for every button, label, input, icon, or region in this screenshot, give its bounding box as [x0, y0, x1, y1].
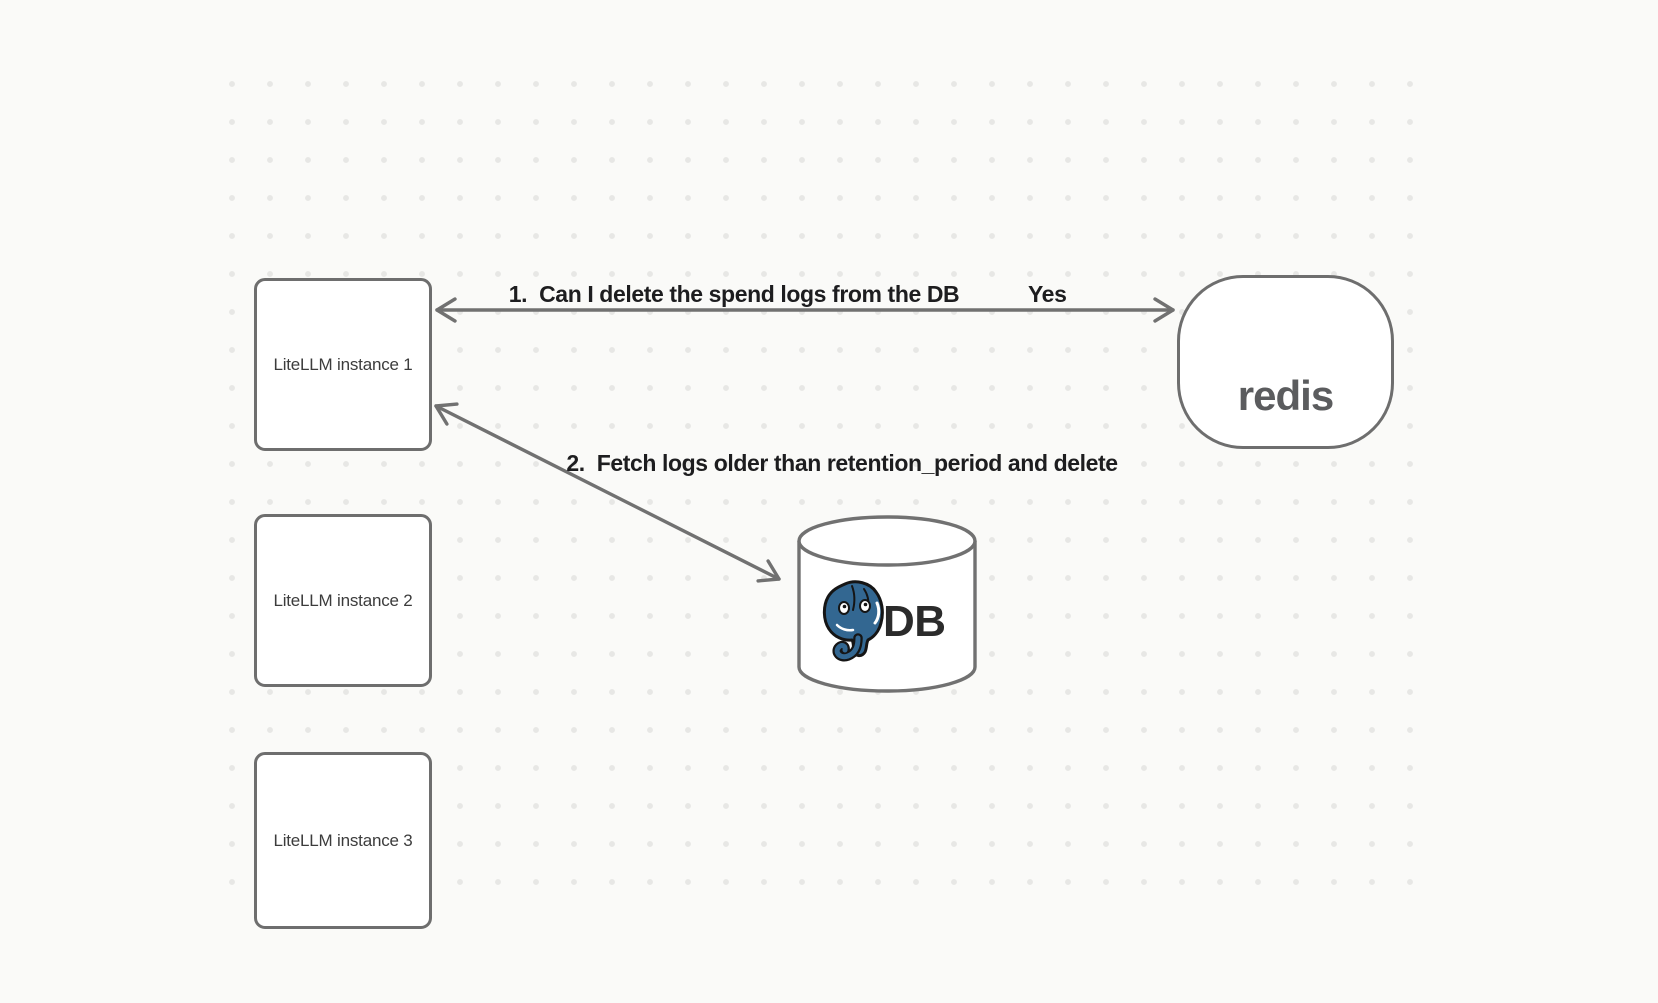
arrowhead-left-icon: [435, 297, 457, 323]
arrowhead-downright-icon: [756, 559, 781, 583]
litellm-instance-1-box[interactable]: LiteLLM instance 1: [254, 278, 432, 451]
litellm-instance-3-label: LiteLLM instance 3: [273, 830, 413, 850]
db-label: DB: [883, 597, 946, 646]
arrow-1[interactable]: [435, 297, 1175, 323]
litellm-instance-2-box[interactable]: LiteLLM instance 2: [254, 514, 432, 687]
edge-1-label: 1. Can I delete the spend logs from the …: [508, 281, 960, 307]
edge-2-label: 2. Fetch logs older than retention_perio…: [566, 450, 1118, 476]
redis-node[interactable]: [1177, 275, 1394, 449]
arrowhead-upleft-icon: [434, 402, 459, 426]
postgresql-elephant-icon: [822, 580, 884, 662]
arrow-2[interactable]: [434, 402, 781, 583]
litellm-instance-2-label: LiteLLM instance 2: [273, 590, 413, 610]
litellm-instance-1-label: LiteLLM instance 1: [273, 354, 413, 374]
arrowhead-right-icon: [1153, 297, 1175, 323]
edge-1-response-label: Yes: [1028, 281, 1067, 307]
redis-wordmark: redis: [1237, 372, 1334, 419]
litellm-instance-3-box[interactable]: LiteLLM instance 3: [254, 752, 432, 929]
